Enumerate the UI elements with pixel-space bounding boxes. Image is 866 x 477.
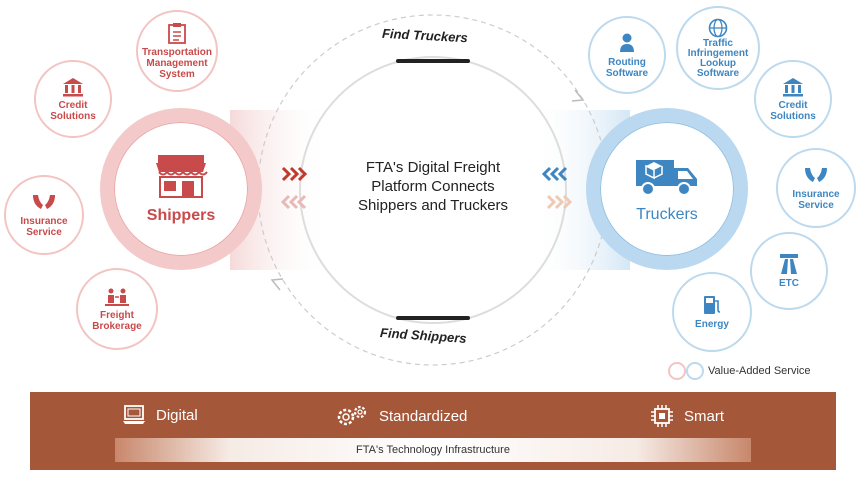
credit-label-2: Solutions [50, 110, 96, 122]
service-insurance-trucker: Insurance Service [776, 148, 856, 228]
truck-icon [636, 160, 697, 196]
traffic-label-1: Traffic [702, 37, 733, 49]
traffic-label-2: Infringement [687, 47, 749, 59]
laptop-icon [123, 405, 145, 424]
legend-label: Value-Added Service [708, 365, 811, 377]
highway-icon [780, 254, 798, 274]
center-line-3: Shippers and Truckers [357, 197, 509, 214]
service-etc: ETC [750, 232, 828, 310]
brokerage-label-1: Freight [100, 309, 134, 321]
etc-label: ETC [779, 278, 799, 289]
gears-icon [337, 405, 367, 426]
service-credit-solutions-shipper: Credit Solutions [34, 60, 112, 138]
routing-label-1: Routing [608, 56, 646, 68]
fuel-pump-icon [704, 296, 721, 314]
center-description: FTA's Digital Freight Platform Connects … [330, 158, 536, 215]
storefront-icon [156, 155, 208, 198]
infra-smart-label: Smart [684, 407, 725, 425]
solid-ring [299, 56, 567, 324]
brokerage-label-2: Brokerage [92, 320, 142, 332]
legend: Value-Added Service [668, 362, 811, 380]
infra-bar-label: FTA's Technology Infrastructure [356, 444, 510, 456]
insurance-trucker-label-1: Insurance [792, 188, 840, 200]
service-insurance-shipper: Insurance Service [4, 175, 84, 255]
chevrons-to-right [281, 166, 308, 182]
service-routing-software: Routing Software [588, 16, 666, 94]
chevrons-to-right-faded [546, 194, 573, 210]
shippers-hub: Shippers [100, 108, 262, 270]
infra-digital: Digital [122, 404, 198, 426]
traffic-label-4: Software [696, 67, 740, 79]
infra-standardized-label: Standardized [379, 407, 468, 425]
legend-blue-dot [686, 362, 704, 380]
bank-icon [783, 77, 803, 96]
legend-red-dot [668, 362, 686, 380]
globe-icon [708, 18, 728, 37]
infra-standardized: Standardized [335, 404, 467, 428]
shippers-label: Shippers [146, 207, 216, 224]
chip-icon [651, 405, 673, 427]
credit-label-1: Credit [58, 99, 88, 111]
service-energy: Energy [672, 272, 752, 352]
route-person-icon [620, 33, 634, 52]
truckers-hub: Truckers [586, 108, 748, 270]
credit-trucker-label-2: Solutions [770, 110, 816, 122]
service-credit-solutions-trucker: Credit Solutions [754, 60, 832, 138]
infra-smart: Smart [650, 404, 724, 428]
hands-icon [805, 167, 827, 182]
insurance-trucker-label-2: Service [798, 199, 834, 211]
insurance-label-1: Insurance [20, 215, 68, 227]
service-transportation-management: Transportation Management System [136, 10, 218, 92]
clipboard-icon [168, 23, 186, 44]
center-line-2: Platform Connects [371, 178, 495, 195]
chevrons-to-left-faded [280, 194, 307, 210]
infra-bar: FTA's Technology Infrastructure [115, 438, 751, 462]
routing-label-2: Software [605, 67, 649, 79]
service-traffic-infringement: Traffic Infringement Lookup Software [676, 6, 760, 90]
center-line-1: FTA's Digital Freight [365, 159, 501, 176]
truckers-label: Truckers [636, 206, 698, 223]
chevrons-to-left [541, 166, 568, 182]
insurance-label-2: Service [26, 226, 62, 238]
ring-arrow-top-right [571, 89, 585, 102]
service-freight-brokerage: Freight Brokerage [76, 268, 158, 350]
tms-label-1: Transportation [141, 47, 212, 58]
shipper-glow [230, 110, 330, 270]
infra-digital-label: Digital [156, 406, 198, 424]
bank-icon [63, 77, 83, 96]
infrastructure-band: Digital Standardized Smart FTA's Technol… [30, 392, 836, 470]
ring-arrow-bottom-left [270, 278, 284, 291]
tms-label-3: System [159, 69, 195, 80]
brokerage-icon [105, 288, 129, 306]
hands-icon [33, 194, 55, 209]
energy-label: Energy [695, 319, 729, 330]
credit-trucker-label-1: Credit [778, 99, 808, 111]
tms-label-2: Management [146, 58, 208, 69]
traffic-label-3: Lookup [699, 57, 737, 69]
